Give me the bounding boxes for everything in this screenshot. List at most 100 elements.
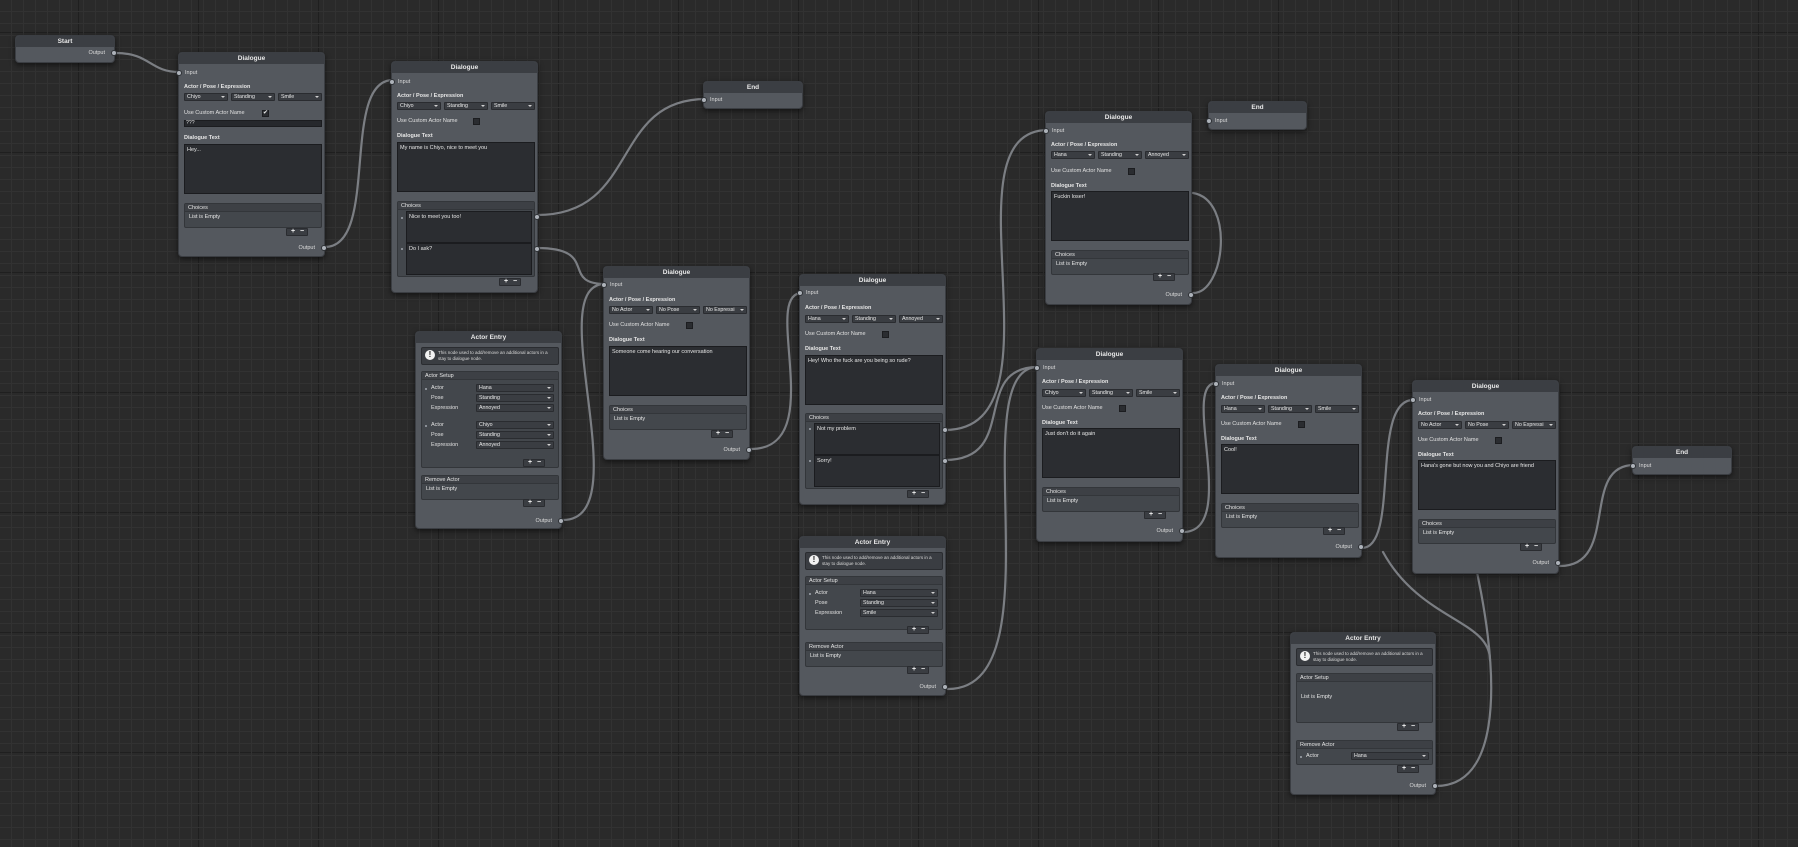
- custom-name-checkbox[interactable]: [686, 322, 693, 329]
- drag-handle[interactable]: [809, 428, 811, 430]
- choice-1-port[interactable]: [942, 427, 948, 433]
- drag-handle[interactable]: [809, 460, 811, 462]
- end-node-1[interactable]: End Input: [701, 81, 803, 109]
- dialogue-text-area[interactable]: My name is Chiyo, nice to meet you: [397, 142, 535, 192]
- pose-dropdown[interactable]: Standing: [231, 93, 275, 101]
- add-remove-choice-buttons[interactable]: +−: [1153, 273, 1175, 281]
- dialogue-text-area[interactable]: Just don't do it again: [1042, 428, 1180, 478]
- output-port[interactable]: [1358, 544, 1364, 550]
- custom-name-field[interactable]: ???: [184, 120, 322, 127]
- input-port[interactable]: [389, 79, 395, 85]
- add-choice-button[interactable]: +: [716, 430, 721, 437]
- actor-dropdown[interactable]: Hana: [1221, 405, 1265, 413]
- dialogue-text-area[interactable]: Fuckin loser!: [1051, 191, 1189, 241]
- add-choice-button[interactable]: +: [291, 228, 296, 235]
- dialogue-text-area[interactable]: Hey...: [184, 144, 322, 194]
- actor-entry-node-2[interactable]: Actor Entry !This node used to add/remov…: [799, 536, 948, 696]
- add-remove-choice-buttons[interactable]: +−: [907, 490, 929, 498]
- add-remove-choice-buttons[interactable]: +−: [1144, 511, 1166, 519]
- dialogue-text-area[interactable]: Hey! Who the fuck are you being so rude?: [805, 355, 943, 405]
- remove-choice-button[interactable]: −: [1158, 511, 1163, 518]
- add-remove-buttons[interactable]: +−: [907, 666, 929, 674]
- start-node[interactable]: Start Output: [15, 35, 117, 63]
- add-choice-button[interactable]: +: [912, 490, 917, 497]
- input-port[interactable]: [1034, 365, 1040, 371]
- pose-dropdown[interactable]: Standing: [444, 102, 488, 110]
- remove-actor-button[interactable]: −: [1411, 723, 1416, 730]
- custom-name-checkbox[interactable]: [1119, 405, 1126, 412]
- output-port[interactable]: [321, 245, 327, 251]
- remove-choice-button[interactable]: −: [513, 278, 518, 285]
- custom-name-checkbox[interactable]: [1495, 437, 1502, 444]
- actor-dropdown[interactable]: Chiyo: [476, 421, 554, 429]
- add-button[interactable]: +: [912, 666, 917, 673]
- drag-handle[interactable]: [401, 248, 403, 250]
- input-port[interactable]: [1043, 128, 1049, 134]
- dialogue-node-1[interactable]: Dialogue Input Actor / Pose / Expression…: [176, 52, 327, 257]
- drag-handle[interactable]: [401, 217, 403, 219]
- choice-1-port[interactable]: [534, 214, 540, 220]
- input-port[interactable]: [1213, 381, 1219, 387]
- expression-dropdown[interactable]: Smile: [1315, 405, 1359, 413]
- remove-choice-button[interactable]: −: [921, 490, 926, 497]
- dialogue-node-5[interactable]: Dialogue Input Actor / Pose / Expression…: [1043, 111, 1194, 305]
- expression-dropdown[interactable]: Annoyed: [899, 315, 943, 323]
- output-port[interactable]: [111, 50, 117, 56]
- custom-name-checkbox[interactable]: [1298, 421, 1305, 428]
- remove-button[interactable]: −: [921, 666, 926, 673]
- actor-dropdown[interactable]: Chiyo: [1042, 389, 1086, 397]
- remove-actor-button[interactable]: −: [537, 459, 542, 466]
- expression-dropdown[interactable]: Annoyed: [476, 404, 554, 412]
- remove-button[interactable]: −: [1411, 765, 1416, 772]
- drag-handle[interactable]: [809, 593, 811, 595]
- choice-2-port[interactable]: [942, 458, 948, 464]
- add-actor-button[interactable]: +: [1402, 723, 1407, 730]
- expression-dropdown[interactable]: Smile: [1136, 389, 1180, 397]
- pose-dropdown[interactable]: Standing: [476, 431, 554, 439]
- input-port[interactable]: [601, 282, 607, 288]
- add-remove-actor-buttons[interactable]: +−: [1397, 723, 1419, 731]
- output-port[interactable]: [1555, 560, 1561, 566]
- remove-choice-button[interactable]: −: [1167, 273, 1172, 280]
- remove-actor-dropdown[interactable]: Hana: [1351, 752, 1429, 760]
- expression-dropdown[interactable]: Smile: [278, 93, 322, 101]
- input-port[interactable]: [797, 290, 803, 296]
- add-remove-buttons[interactable]: +−: [523, 499, 545, 507]
- actor-dropdown[interactable]: Hana: [860, 589, 938, 597]
- dialogue-node-4[interactable]: Dialogue Input Actor / Pose / Expression…: [797, 274, 948, 505]
- dialogue-node-2[interactable]: Dialogue Input Actor / Pose / Expression…: [389, 61, 540, 293]
- dialogue-text-area[interactable]: Hana's gone but now you and Chiyo are fr…: [1418, 460, 1556, 510]
- input-port[interactable]: [176, 70, 182, 76]
- expression-dropdown[interactable]: No Expressi: [1512, 421, 1556, 429]
- add-remove-choice-buttons[interactable]: +−: [499, 278, 521, 286]
- actor-dropdown[interactable]: No Actor: [609, 306, 653, 314]
- remove-button[interactable]: −: [537, 499, 542, 506]
- actor-dropdown[interactable]: Chiyo: [397, 102, 441, 110]
- end-node-2[interactable]: End Input: [1206, 101, 1307, 130]
- pose-dropdown[interactable]: No Pose: [1465, 421, 1509, 429]
- choice-item-2[interactable]: Sorry!: [814, 455, 940, 487]
- pose-dropdown[interactable]: Standing: [1089, 389, 1133, 397]
- expression-dropdown[interactable]: Smile: [860, 609, 938, 617]
- expression-dropdown[interactable]: Smile: [491, 102, 535, 110]
- actor-dropdown[interactable]: No Actor: [1418, 421, 1462, 429]
- actor-dropdown[interactable]: Chiyo: [184, 93, 228, 101]
- pose-dropdown[interactable]: Standing: [852, 315, 896, 323]
- actor-entry-node-1[interactable]: Actor Entry !This node used to add/remov…: [415, 331, 564, 529]
- choice-item-2[interactable]: Do I ask?: [406, 243, 532, 275]
- add-remove-choice-buttons[interactable]: +−: [1520, 543, 1542, 551]
- add-remove-buttons[interactable]: +−: [1397, 765, 1419, 773]
- drag-handle[interactable]: [1300, 756, 1302, 758]
- pose-dropdown[interactable]: Standing: [860, 599, 938, 607]
- custom-name-checkbox[interactable]: [1128, 168, 1135, 175]
- add-actor-button[interactable]: +: [912, 626, 917, 633]
- input-port[interactable]: [1206, 118, 1212, 124]
- actor-dropdown[interactable]: Hana: [1051, 151, 1095, 159]
- add-choice-button[interactable]: +: [504, 278, 509, 285]
- remove-choice-button[interactable]: −: [725, 430, 730, 437]
- choice-2-port[interactable]: [534, 246, 540, 252]
- dialogue-node-8[interactable]: Dialogue Input Actor / Pose / Expression…: [1410, 380, 1561, 574]
- actor-dropdown[interactable]: Hana: [476, 384, 554, 392]
- add-choice-button[interactable]: +: [1328, 527, 1333, 534]
